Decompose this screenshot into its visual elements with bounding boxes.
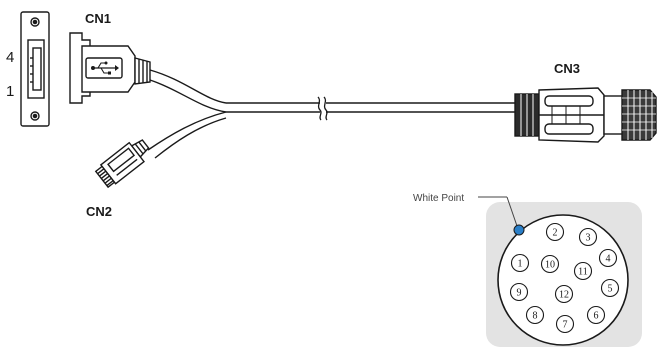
pin-circle [554,284,574,304]
white-point-label: White Point [413,193,464,204]
pin-circle [545,222,565,242]
pin-number-label: 4 [606,254,611,265]
pin-number-label: 3 [586,233,591,244]
pin-number-label: 8 [533,311,538,322]
pin-9: 9 [509,282,529,302]
pin-1: 1 [510,253,530,273]
cable-break-icon [317,96,328,121]
cable-lines [147,69,515,159]
cn3-label: CN3 [554,61,580,76]
pin-number-label: 10 [545,260,555,271]
pin-12: 12 [554,284,574,304]
pin-number-label: 7 [563,320,568,331]
pin-2: 2 [545,222,565,242]
pin-4: 4 [598,248,618,268]
pin-circle [600,278,620,298]
pin-5: 5 [600,278,620,298]
pin-8: 8 [525,305,545,325]
pin-number-label: 1 [518,259,523,270]
cn1-label: CN1 [85,11,111,26]
pin-number-label: 6 [594,311,599,322]
white-point-leader-line-angled [506,196,518,227]
usb-pin-4-label: 4 [6,49,14,66]
cn3-circular-connector [514,87,657,143]
usb-port-end-view [20,11,50,127]
pin-circle [525,305,545,325]
pin-circle [586,305,606,325]
pin-circle [555,314,575,334]
pin-number-label: 11 [578,267,588,278]
usb-icon [85,57,123,79]
pin-number-label: 2 [553,228,558,239]
pin-circle [540,254,560,274]
cn2-rj45-connector [94,139,150,189]
pin-11: 11 [573,261,593,281]
pin-number-label: 9 [517,288,522,299]
pin-6: 6 [586,305,606,325]
cn2-label: CN2 [86,204,112,219]
pin-10: 10 [540,254,560,274]
pin-number-label: 12 [559,290,569,301]
pin-7: 7 [555,314,575,334]
pin-circle [598,248,618,268]
white-point-marker [513,224,525,236]
pin-circle [573,261,593,281]
usb-pin-1-label: 1 [6,83,14,100]
pin-number-label: 5 [608,284,613,295]
pin-3: 3 [578,227,598,247]
pin-circle [578,227,598,247]
pin-circle [510,253,530,273]
pin-circle [509,282,529,302]
